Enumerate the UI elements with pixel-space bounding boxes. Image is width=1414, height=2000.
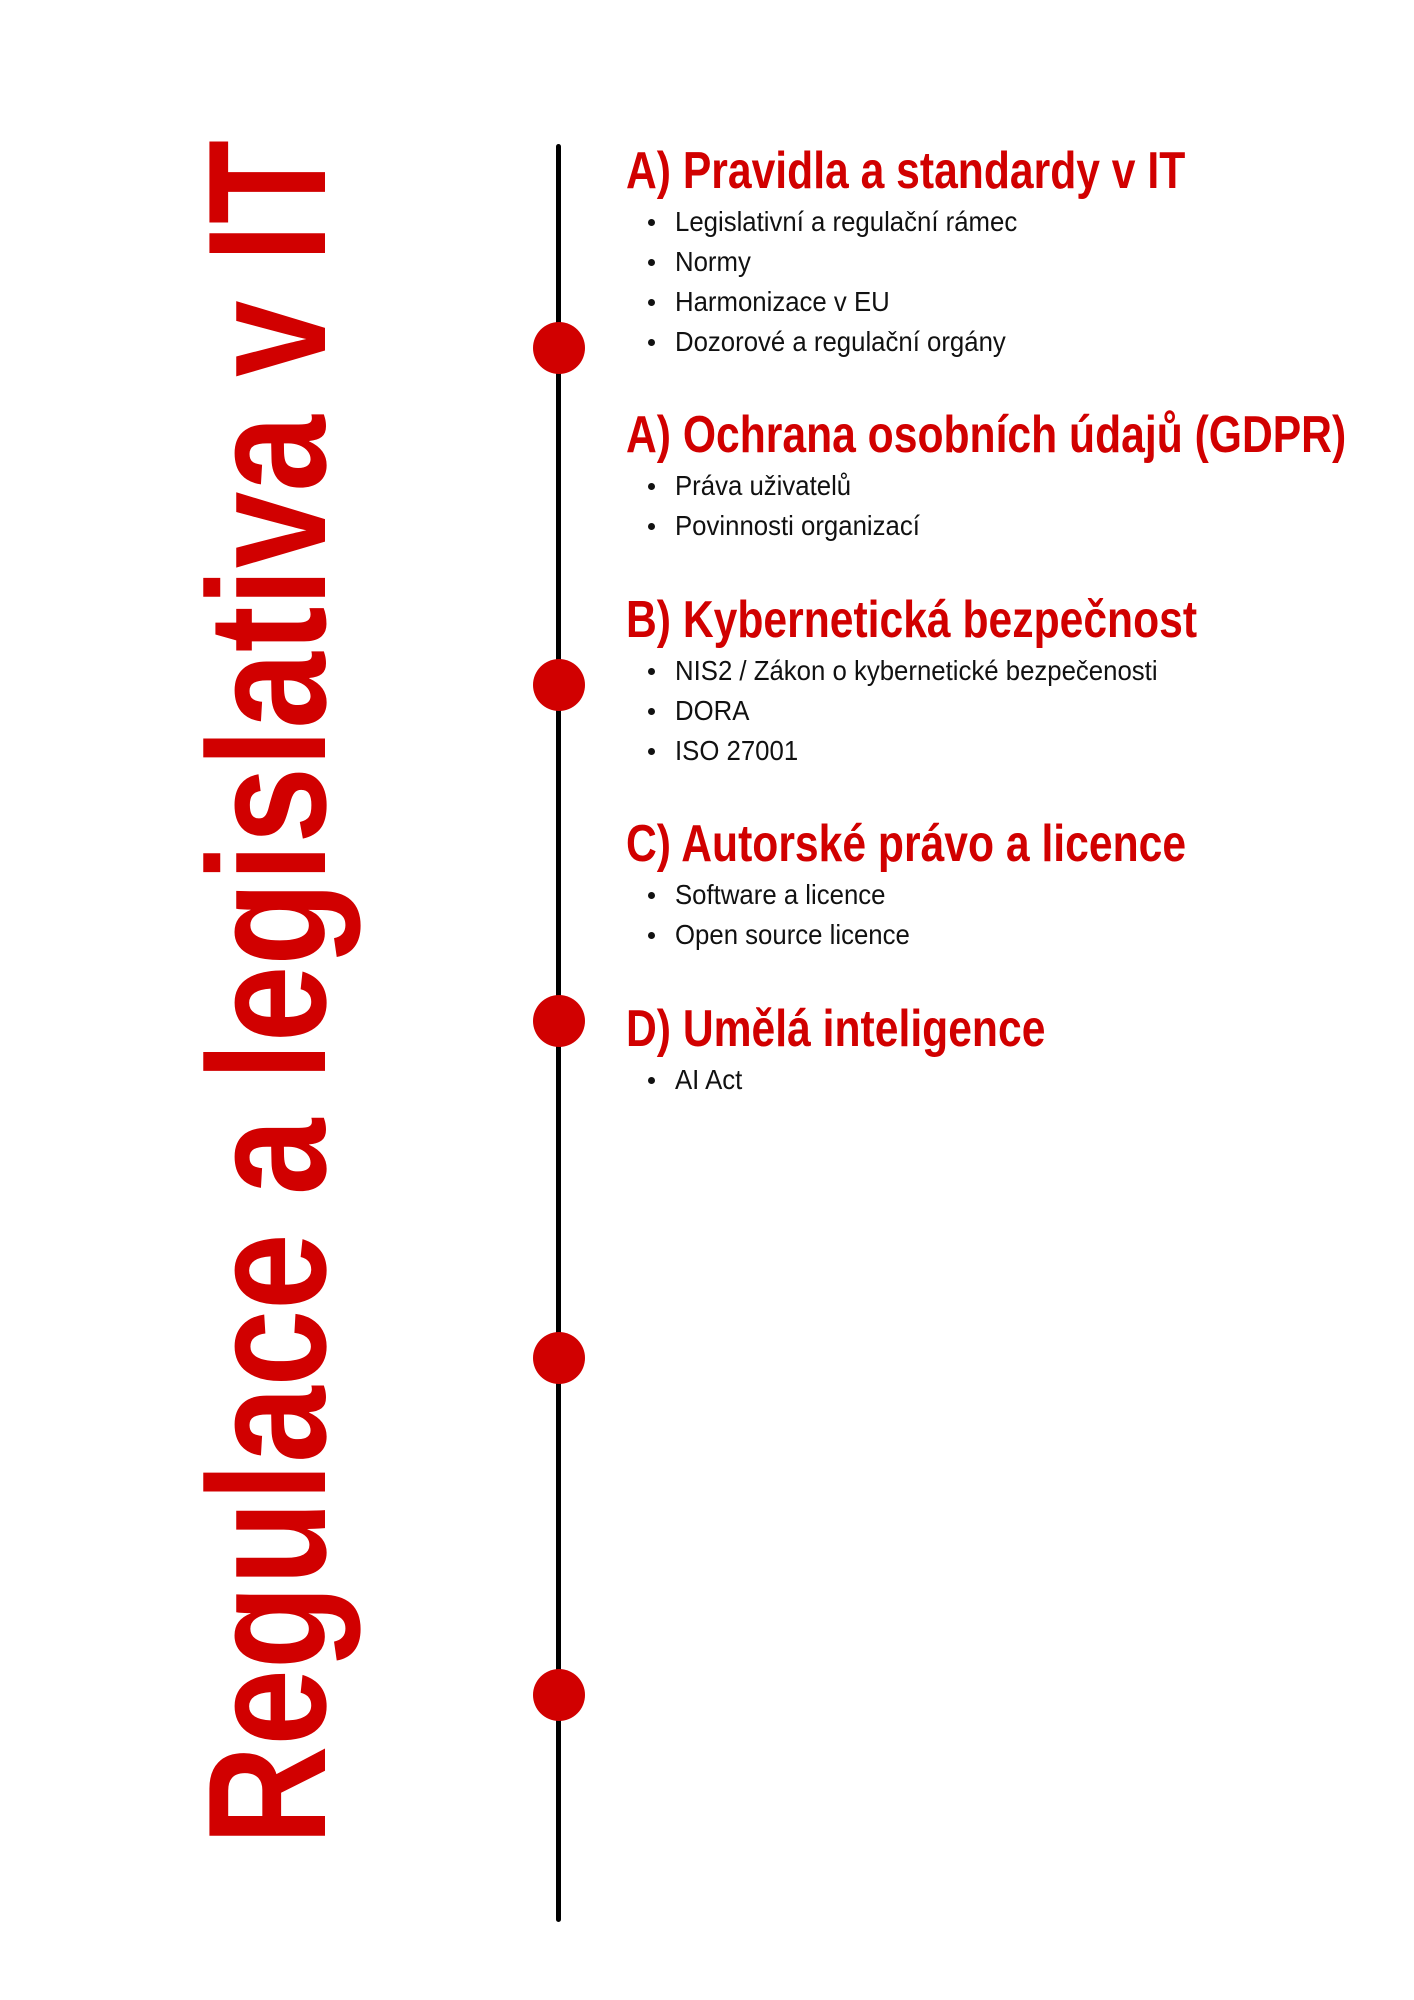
bullet-list: Legislativní a regulační rámec Normy Har…	[626, 202, 1308, 362]
bullet-list: NIS2 / Zákon o kybernetické bezpečenosti…	[626, 651, 1322, 771]
timeline-dot	[533, 1669, 585, 1721]
list-item-text: DORA	[675, 695, 750, 726]
bullet-icon	[648, 748, 655, 755]
section-gdpr: A) Ochrana osobních údajů (GDPR) Práva u…	[626, 406, 1414, 546]
bullet-icon	[648, 932, 655, 939]
bullet-icon	[648, 1077, 655, 1084]
list-item: AI Act	[626, 1060, 1137, 1100]
page-title: Regulace a legislativa v IT	[173, 140, 361, 1845]
bullet-icon	[648, 708, 655, 715]
timeline-dot	[533, 322, 585, 374]
page-title-text: Regulace a legislativa v IT	[173, 140, 361, 1845]
list-item-text: ISO 27001	[675, 735, 799, 766]
list-item: Normy	[626, 242, 1308, 282]
list-item-text: Legislativní a regulační rámec	[675, 206, 1018, 237]
list-item: Harmonizace v EU	[626, 282, 1308, 322]
list-item: Software a licence	[626, 875, 1309, 915]
bullet-icon	[648, 483, 655, 490]
bullet-icon	[648, 299, 655, 306]
bullet-list: Práva uživatelů Povinnosti organizací	[626, 466, 1414, 546]
section-heading: C) Autorské právo a licence	[626, 815, 1187, 873]
list-item-text: Povinnosti organizací	[675, 510, 920, 541]
list-item-text: Práva uživatelů	[675, 470, 852, 501]
bullet-icon	[648, 259, 655, 266]
bullet-icon	[648, 523, 655, 530]
list-item: Dozorové a regulační orgány	[626, 322, 1308, 362]
section-copyright: C) Autorské právo a licence Software a l…	[626, 815, 1309, 955]
list-item: Práva uživatelů	[626, 466, 1414, 506]
section-heading: A) Ochrana osobních údajů (GDPR)	[626, 406, 1347, 464]
list-item: Povinnosti organizací	[626, 506, 1414, 546]
bullet-icon	[648, 339, 655, 346]
section-heading: D) Umělá inteligence	[626, 1000, 1046, 1058]
bullet-list: AI Act	[626, 1060, 1137, 1100]
section-it-standards: A) Pravidla a standardy v IT Legislativn…	[626, 142, 1308, 362]
list-item: DORA	[626, 691, 1322, 731]
timeline-dot	[533, 659, 585, 711]
list-item-text: Software a licence	[675, 879, 886, 910]
list-item-text: Dozorové a regulační orgány	[675, 326, 1006, 357]
section-cybersecurity: B) Kybernetická bezpečnost NIS2 / Zákon …	[626, 591, 1322, 771]
list-item: NIS2 / Zákon o kybernetické bezpečenosti	[626, 651, 1322, 691]
section-heading: A) Pravidla a standardy v IT	[626, 142, 1186, 200]
bullet-icon	[648, 892, 655, 899]
bullet-icon	[648, 219, 655, 226]
bullet-icon	[648, 668, 655, 675]
section-ai: D) Umělá inteligence AI Act	[626, 1000, 1137, 1100]
list-item-text: NIS2 / Zákon o kybernetické bezpečenosti	[675, 655, 1158, 686]
timeline-dot	[533, 995, 585, 1047]
timeline-dot	[533, 1332, 585, 1384]
bullet-list: Software a licence Open source licence	[626, 875, 1309, 955]
list-item: Legislativní a regulační rámec	[626, 202, 1308, 242]
list-item: ISO 27001	[626, 731, 1322, 771]
list-item-text: Harmonizace v EU	[675, 286, 890, 317]
list-item: Open source licence	[626, 915, 1309, 955]
list-item-text: Open source licence	[675, 919, 910, 950]
section-heading: B) Kybernetická bezpečnost	[626, 591, 1198, 649]
list-item-text: Normy	[675, 246, 751, 277]
list-item-text: AI Act	[675, 1064, 743, 1095]
